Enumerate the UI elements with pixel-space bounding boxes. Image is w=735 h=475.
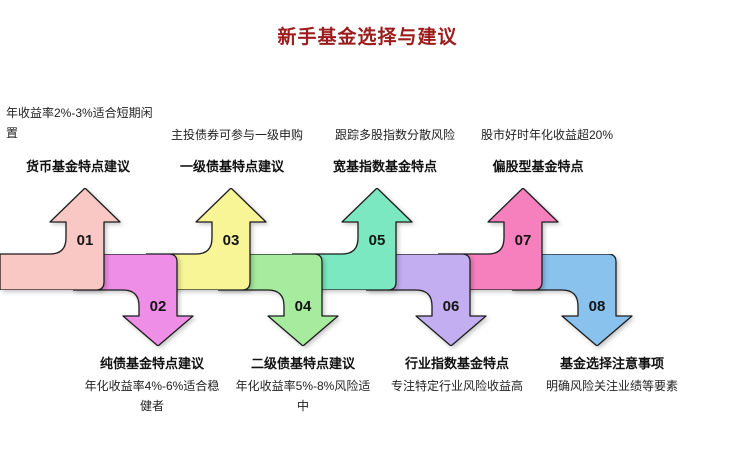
page-title: 新手基金选择与建议 xyxy=(277,27,458,48)
step-6-label: 行业指数基金特点 xyxy=(404,356,509,371)
step-4-description: 年化收益率5%-8%风险适中 xyxy=(235,379,371,413)
step-5-description: 跟踪多股指数分散风险 xyxy=(334,128,455,142)
step-8-description: 明确风险关注业绩等要素 xyxy=(545,379,678,393)
step-1-number: 01 xyxy=(77,232,94,249)
step-7-description: 股市好时年化收益超20% xyxy=(480,128,614,142)
step-2-description: 年化收益率4%-6%适合稳健者 xyxy=(84,379,220,413)
step-3-label: 一级债基特点建议 xyxy=(179,159,284,174)
step-5-number: 05 xyxy=(369,232,386,249)
step-4-number: 04 xyxy=(295,298,312,315)
step-7-number: 07 xyxy=(515,232,532,249)
step-8-number: 08 xyxy=(589,298,606,315)
step-6-description: 专注特定行业风险收益高 xyxy=(390,379,523,393)
step-3-number: 03 xyxy=(223,232,240,249)
step-4-label: 二级债基特点建议 xyxy=(250,356,355,371)
step-1-up-arrow: 01 xyxy=(0,188,121,290)
step-7-label: 偏股型基金特点 xyxy=(492,159,584,174)
step-2-number: 02 xyxy=(150,298,167,315)
step-3-description: 主投债券可参与一级申购 xyxy=(170,128,303,142)
step-5-label: 宽基指数基金特点 xyxy=(332,159,437,174)
step-2-label: 纯债基金特点建议 xyxy=(99,356,204,371)
step-6-number: 06 xyxy=(443,298,460,315)
step-8-label: 基金选择注意事项 xyxy=(559,356,664,371)
step-1-label: 货币基金特点建议 xyxy=(25,159,130,174)
step-1-description: 年收益率2%-3%适合短期闲置 xyxy=(6,106,153,140)
